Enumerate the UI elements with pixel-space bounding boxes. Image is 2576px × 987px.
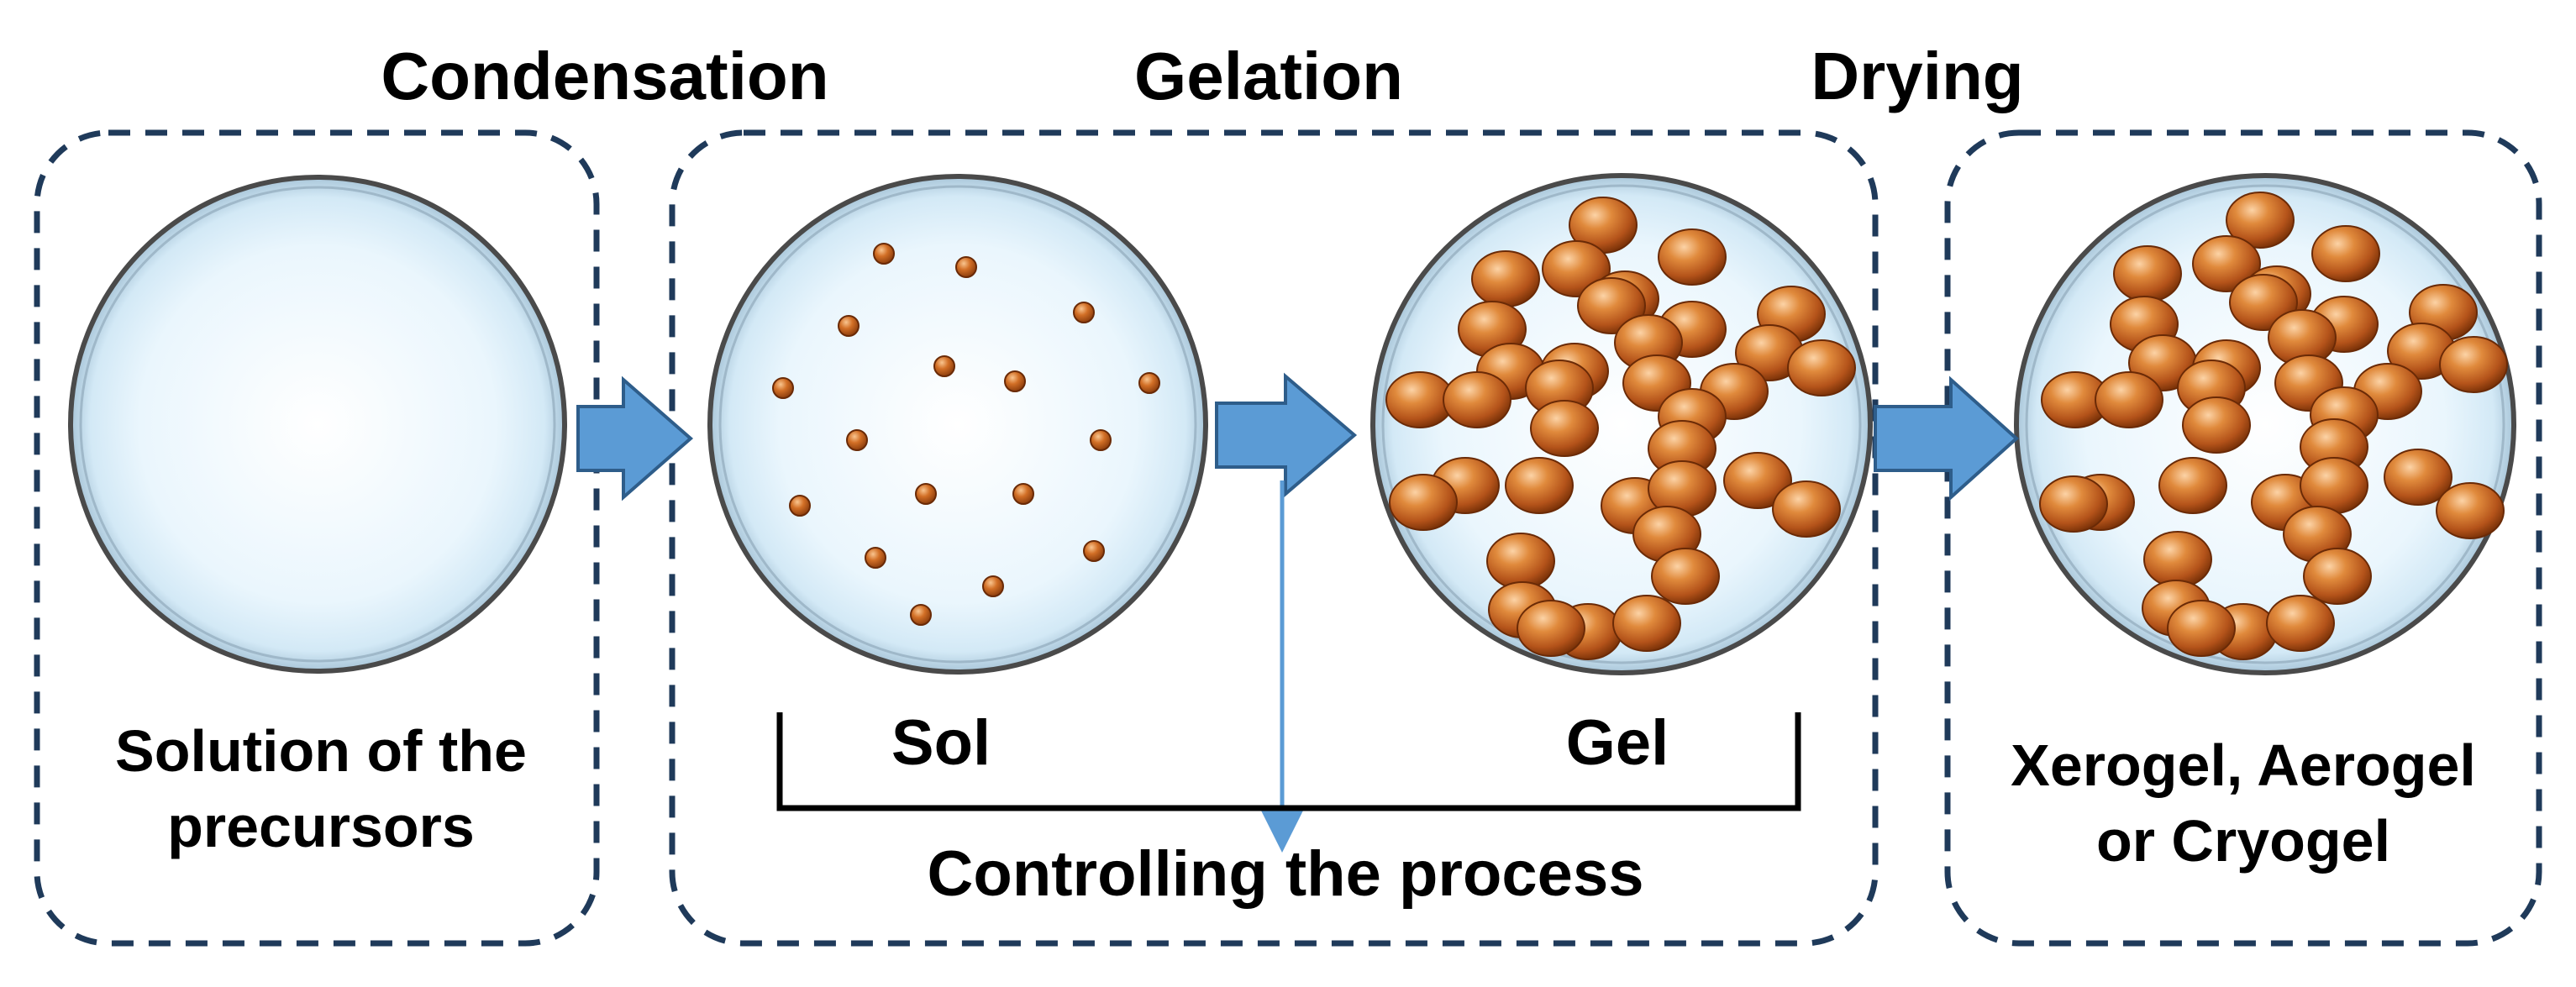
solution-caption-line2: precursors (167, 794, 475, 859)
particle (915, 483, 937, 505)
particle (2226, 192, 2295, 249)
gelation-box (669, 129, 1879, 947)
particle (1083, 540, 1105, 562)
particle (1138, 372, 1160, 394)
particle (1073, 302, 1095, 323)
gel-network-particles (1385, 197, 1856, 660)
result-caption-line2: or Cryogel (2096, 808, 2390, 874)
particle (2439, 336, 2508, 393)
particle (1651, 548, 1720, 605)
gel-label: Gel (1566, 707, 1669, 779)
particle (846, 429, 868, 451)
particle (2311, 225, 2380, 282)
particle (2192, 235, 2261, 292)
particle (1772, 480, 1841, 538)
particle (2095, 371, 2163, 428)
particle (2182, 396, 2251, 454)
precursor-box (34, 129, 600, 947)
arrow-right-icon (576, 375, 694, 501)
particle (2158, 457, 2227, 514)
stage-label-gelation: Gelation (1134, 39, 1403, 113)
particle (838, 315, 860, 337)
particle (2384, 449, 2452, 506)
result-caption-line1: Xerogel, Aerogel (2011, 732, 2476, 798)
particle (955, 256, 977, 278)
particle (1505, 457, 1574, 514)
sol-particles (772, 243, 1160, 626)
sol-dish (707, 174, 1208, 675)
dried-network-particles (2039, 192, 2508, 660)
particle (1004, 370, 1026, 392)
particle (1012, 483, 1034, 505)
particle (1517, 600, 1585, 657)
particle (2167, 600, 2236, 657)
particle (1787, 339, 1856, 396)
drying-box (1944, 129, 2542, 947)
particle (772, 377, 794, 399)
solution-caption-line1: Solution of the (115, 718, 527, 784)
particle (1389, 474, 1458, 531)
arrow-right-icon (1874, 375, 2019, 501)
particle (1723, 452, 1792, 509)
particle (1471, 250, 1540, 307)
particle (1612, 595, 1681, 652)
precursor-solution-dish (68, 175, 567, 674)
particle (2303, 548, 2372, 605)
particle (873, 243, 895, 265)
particle (1486, 533, 1555, 590)
sol-gel-bracket (776, 712, 1801, 811)
particle (1530, 400, 1599, 457)
particle (2039, 475, 2108, 533)
sol-label: Sol (891, 707, 991, 779)
stage-label-drying: Drying (1811, 39, 2023, 113)
particle (1658, 228, 1727, 286)
particle (933, 355, 955, 377)
gel-dish (1370, 173, 1873, 675)
particle (2113, 245, 2182, 302)
particle (1443, 371, 1511, 428)
arrow-right-icon (1215, 372, 1358, 498)
stage-label-condensation: Condensation (381, 39, 828, 113)
process-caption: Controlling the process (928, 838, 1644, 910)
particle (789, 495, 811, 517)
particle (2266, 595, 2335, 652)
particle (2143, 531, 2212, 588)
particle (1090, 429, 1112, 451)
particle (910, 604, 932, 626)
particle (865, 547, 886, 569)
particle (982, 575, 1004, 597)
particle (2300, 457, 2368, 514)
particle (2436, 482, 2505, 539)
